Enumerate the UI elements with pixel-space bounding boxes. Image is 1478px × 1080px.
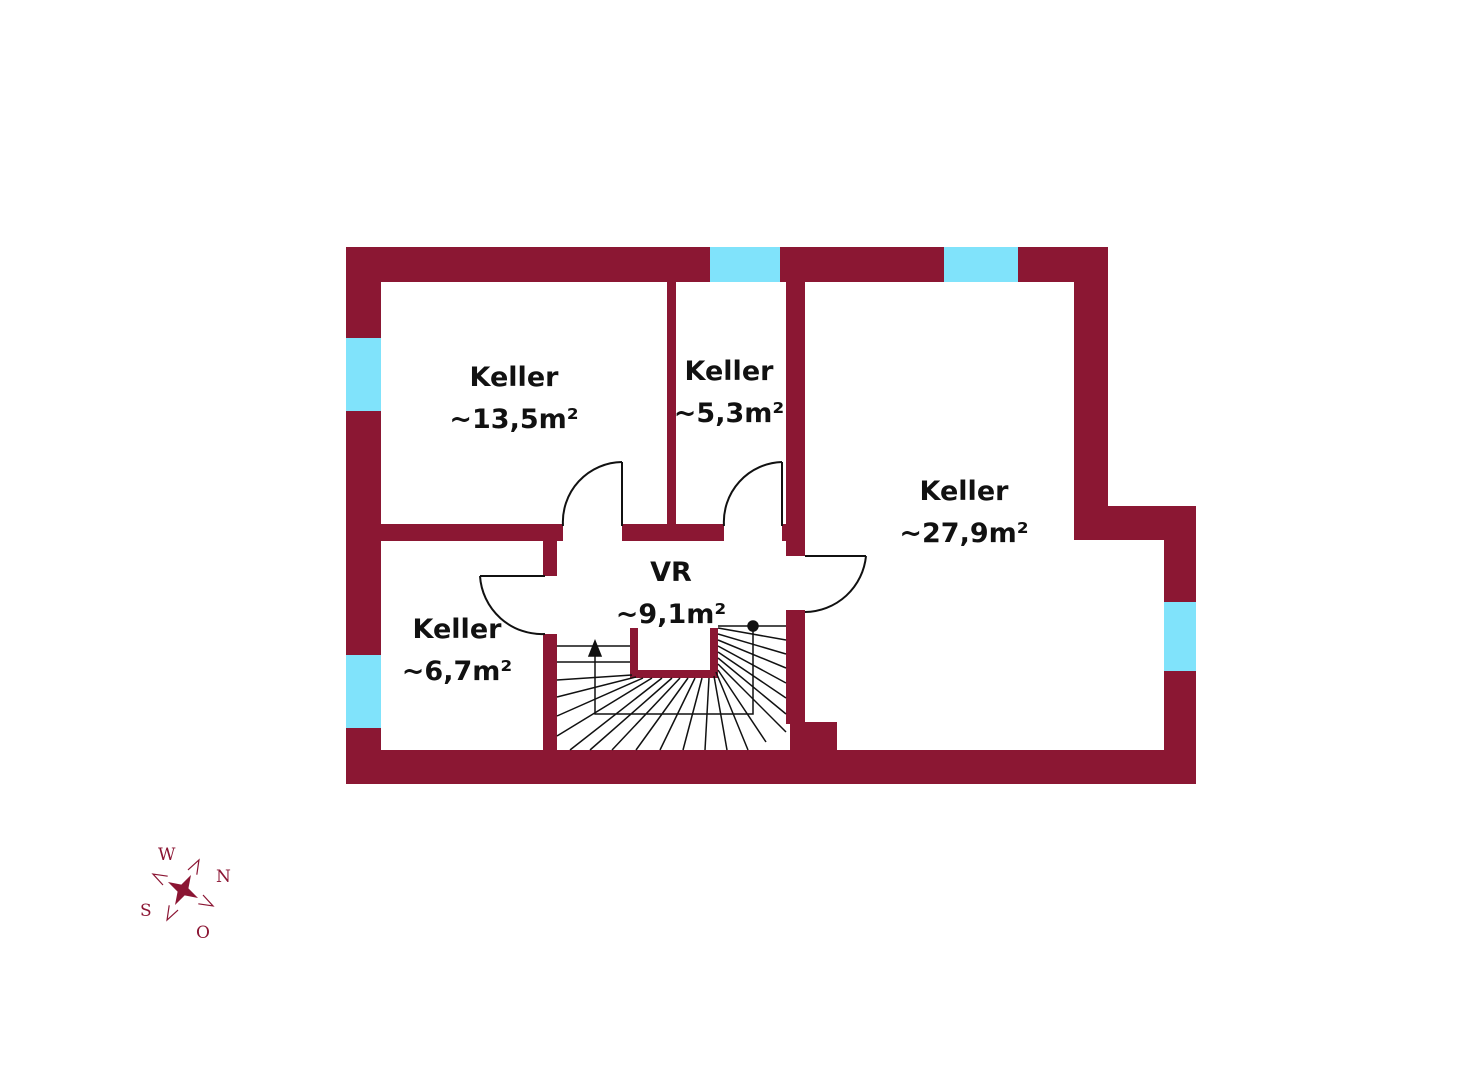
door-keller-5-3 [722, 461, 783, 527]
stair-start-dot-icon [747, 620, 759, 632]
wall-upper-right-horizontal [782, 524, 805, 541]
window-top-left [710, 247, 780, 282]
window-right [1164, 602, 1196, 671]
compass-south-label: S [140, 901, 152, 921]
wall-partition-5-3-27-9 [786, 282, 805, 526]
door-keller-13-5 [561, 461, 623, 527]
door-keller-6-7 [479, 575, 546, 636]
inner-walls [381, 282, 805, 752]
windows [346, 247, 1196, 728]
wall-upper-mid-horizontal [622, 524, 724, 541]
compass-east-label: O [196, 923, 210, 943]
wall-partition-13-5-5-3 [667, 282, 676, 525]
wall-6-7-right-lower [543, 634, 557, 752]
wall-upper-left-horizontal [381, 524, 563, 541]
wall-bottom [346, 750, 1196, 784]
door-keller-27-9 [804, 555, 867, 613]
outer-walls [346, 247, 1196, 784]
doors [479, 461, 867, 636]
room-vr-name: VR [650, 557, 692, 588]
compass-west-label: W [158, 845, 176, 865]
stair-arrow-icon [587, 638, 603, 657]
compass-star-icon [167, 874, 199, 906]
stair-well-wall [630, 628, 718, 678]
wall-right-upper [1074, 247, 1108, 540]
wall-partition-27-9-lower [786, 610, 805, 724]
window-left-upper [346, 338, 381, 411]
room-keller-5-3-area: ~5,3m² [674, 398, 784, 429]
room-keller-27-9-area: ~27,9m² [899, 518, 1028, 549]
compass-north-label: N [216, 867, 231, 887]
stair-walk-line [594, 626, 754, 715]
staircase [556, 620, 787, 751]
wall-vr-right-stub [786, 540, 805, 556]
room-keller-13-5-name: Keller [470, 362, 560, 393]
room-vr-area: ~9,1m² [616, 599, 726, 630]
window-top-right [944, 247, 1018, 282]
room-keller-13-5-area: ~13,5m² [449, 404, 578, 435]
room-keller-27-9-name: Keller [920, 476, 1010, 507]
room-keller-5-3-name: Keller [685, 356, 775, 387]
wall-6-7-right-upper [543, 540, 557, 576]
compass-rose: W N S O [140, 845, 231, 943]
room-keller-6-7-name: Keller [413, 614, 503, 645]
window-left-lower [346, 655, 381, 728]
room-labels: Keller ~13,5m² Keller ~5,3m² Keller ~27,… [402, 356, 1029, 687]
wall-bottom-jog [790, 722, 837, 752]
room-keller-6-7-area: ~6,7m² [402, 656, 512, 687]
